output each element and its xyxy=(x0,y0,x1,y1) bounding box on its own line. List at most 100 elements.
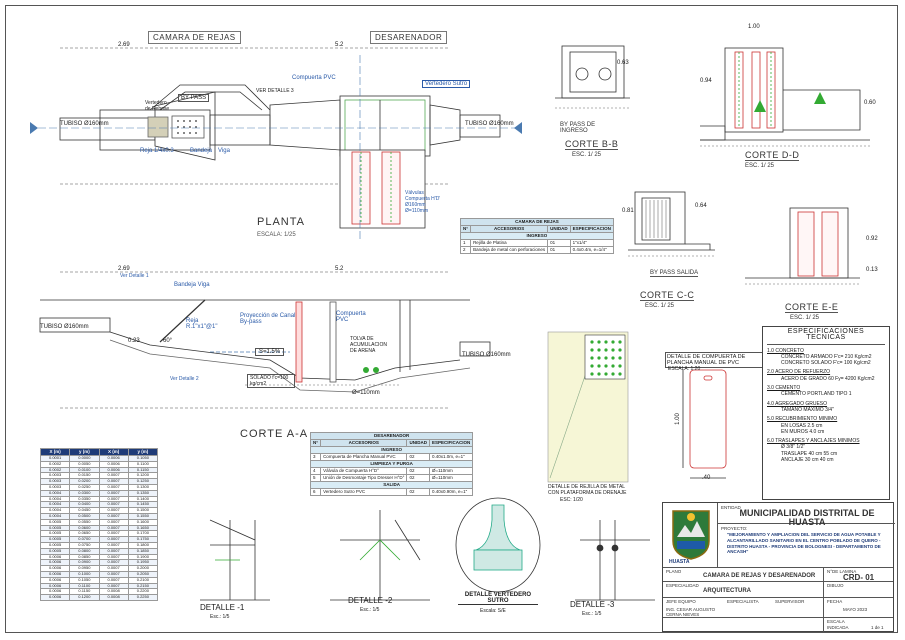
tb-escala: INDICADA xyxy=(827,625,849,630)
drawing-sheet xyxy=(5,5,898,633)
aa-ver-detalle-1: Ver Detalle 1 xyxy=(120,273,149,279)
aa-diam110: Ø=110mm xyxy=(352,390,380,396)
spec-3a: CEMENTO PORTLAND TIPO 1 xyxy=(781,391,852,398)
spec-6: 6.0 TRASLAPES Y ANCLAJES MINIMOS xyxy=(767,438,860,445)
spec-1b: CONCRETO SOLADO F'c= 100 Kg/cm2 xyxy=(781,360,871,367)
corte-bb-scale: ESC. 1/ 25 xyxy=(572,152,602,158)
title-desarenador: DESARENADOR xyxy=(370,31,448,44)
aa-slope: S=1.5% xyxy=(255,348,285,356)
specs-panel: ESPECIFICACIONES TECNICAS 1.0 CONCRETO C… xyxy=(762,326,890,500)
dim-dd-060: 0.60 xyxy=(864,100,876,106)
cell: Válvula de Compuerta H°D° xyxy=(320,467,408,475)
table-row: 5 Unión de Desmontaje Tipo Dresser H°D° … xyxy=(309,474,474,482)
cell: 0.2200 xyxy=(127,588,159,596)
bypass-ingreso-label: BY PASS DE INGRESO xyxy=(560,122,596,134)
title-planta: PLANTA xyxy=(257,216,305,228)
planta-drawing xyxy=(30,47,522,240)
title-corte-aa: CORTE A-A xyxy=(240,428,309,440)
cell: 01 xyxy=(547,239,571,247)
aa-canal: Proyección de Canal By-pass xyxy=(240,313,296,325)
spec-1: 1.0 CONCRETO xyxy=(767,347,804,354)
tbl-des-group2: LIMPIEZA Y PURGA xyxy=(309,460,474,468)
cell: 0.40x0.90m, e=1" xyxy=(428,488,474,496)
cell: 0.2050 xyxy=(127,570,159,578)
tbl-des-h0: N° xyxy=(309,439,322,447)
title-corte-bb: CORTE B-B xyxy=(565,139,619,150)
cell: 0.1850 xyxy=(127,547,159,555)
tbl-des-group1: INGRESO xyxy=(309,446,474,454)
corte-dd-drawing xyxy=(700,47,870,147)
plan-bandeja: Bandeja xyxy=(190,148,213,154)
dim-dd-094: 0.94 xyxy=(700,78,712,84)
aa-bandeja-viga: Bandeja Viga xyxy=(174,282,210,288)
huasta-logo xyxy=(672,510,710,560)
corte-cc-drawing xyxy=(628,191,715,257)
cell: 0.1500 xyxy=(127,507,159,514)
cell: 5 xyxy=(309,474,322,482)
detalle-1-drawing xyxy=(200,519,270,601)
cell: 0.1750 xyxy=(127,536,159,543)
tb-especialidad-label: ESPECIALIDAD xyxy=(666,583,699,588)
tbl-des-group3: SALIDA xyxy=(309,481,474,489)
aa-dim-023: 0.23 xyxy=(128,338,140,344)
spec-2a: ACERO DE GRADO 60 Fy= 4200 Kg/cm2 xyxy=(781,375,875,382)
spec-6b: ANCLAJE 30 cm 40 cm xyxy=(781,457,834,464)
cell: 0.2000 xyxy=(127,565,159,572)
cell: 0.0008 xyxy=(98,594,129,601)
vertedero-drawing xyxy=(455,497,541,593)
tb-especialista-label: ESPECIALISTA xyxy=(727,599,759,604)
table-row: 3 Compuerta de Plancha Manual PVC 02 0.4… xyxy=(309,453,474,461)
spec-4a: TAMAÑO MAXIMO 3/4" xyxy=(781,406,834,413)
tb-proyecto: "MEJORAMIENTO Y AMPLIACION DEL SERVICIO … xyxy=(727,532,881,555)
dim-cc-064: 0.64 xyxy=(695,203,707,209)
vertedero-scale: Escala: S/E xyxy=(480,608,506,614)
title-block: HUASTA ENTIDAD MUNICIPALIDAD DISTRITAL D… xyxy=(662,502,895,633)
cell: Bandeja de metal con perforaciones xyxy=(470,246,549,254)
cell: 0.2250 xyxy=(127,594,159,601)
cell: Rejilla de Platina xyxy=(470,239,549,247)
aa-tubiso-out: TUBISO Ø160mm xyxy=(462,352,511,358)
aa-angle: 60° xyxy=(163,338,173,344)
cell: Vertedero Sutro PVC xyxy=(320,488,408,496)
title-detalle-3: DETALLE -3 xyxy=(570,600,615,609)
corte-ee-scale: ESC. 1/ 25 xyxy=(790,315,820,321)
xy-h3: y (m) xyxy=(127,448,159,456)
aa-solado: SOLADO f'c=100 kg/cm2 xyxy=(247,374,295,388)
plan-compuerta: Compuerta PVC xyxy=(292,75,336,81)
cell: 01 xyxy=(547,246,571,254)
tb-escala-label: ESCALA xyxy=(827,619,845,624)
plan-bypass: BY PASS xyxy=(178,94,210,102)
plan-vertedero: Vertedero Sutro xyxy=(422,80,471,88)
cell: 0.1800 xyxy=(127,541,159,549)
tbl-des-title: DESARENADOR xyxy=(309,432,474,440)
cell: 0.1200 xyxy=(69,594,100,601)
detalle-3-drawing xyxy=(575,520,655,601)
plan-tubo-in: TUBISO Ø160mm xyxy=(60,121,109,127)
cell: 4 xyxy=(309,467,322,475)
cell: 0.1700 xyxy=(127,530,159,538)
cell: Unión de Desmontaje Tipo Dresser H°D° xyxy=(320,474,408,482)
tbl-des-h3: ESPECIFICACION xyxy=(428,439,474,447)
dim-top-269: 2.69 xyxy=(118,42,130,48)
title-corte-dd: CORTE D-D xyxy=(745,150,800,161)
dim-aa-269: 2.69 xyxy=(118,266,130,272)
dim-ee-092: 0.92 xyxy=(866,236,878,242)
tb-hoja: 1 de 1 xyxy=(871,625,884,630)
cell: 02 xyxy=(406,467,430,475)
tb-supervisor-label: SUPERVISOR xyxy=(775,599,805,604)
dim-comp-040: .40 xyxy=(702,475,711,481)
